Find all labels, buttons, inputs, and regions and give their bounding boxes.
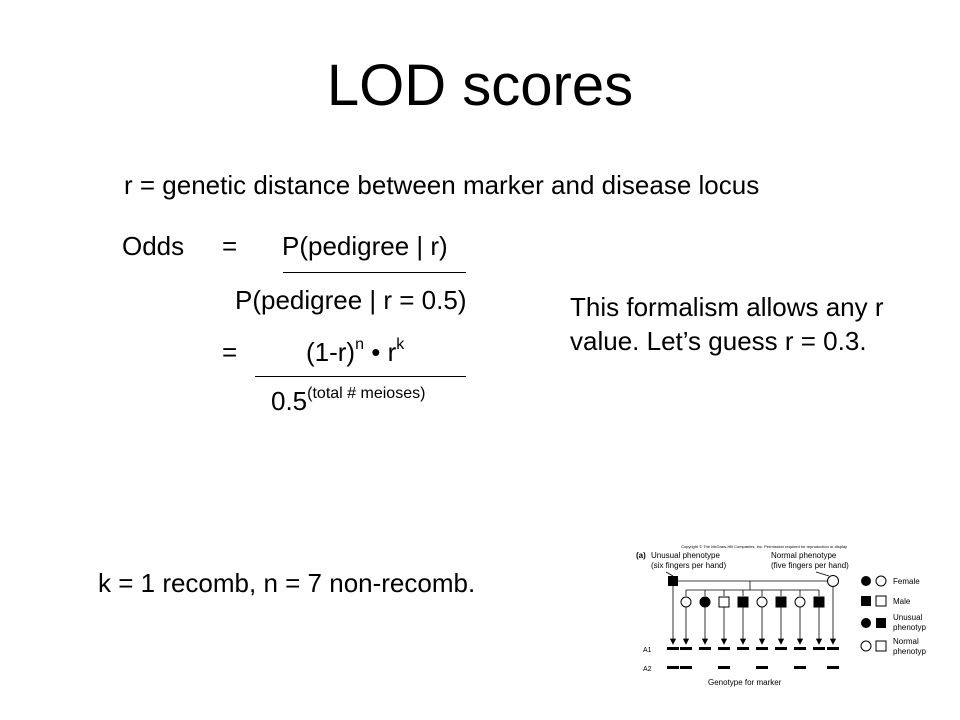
- unusual-phenotype-label: Unusual phenotype: [651, 551, 720, 560]
- child-8: [813, 596, 825, 608]
- child-4: [737, 596, 749, 608]
- numerator-exponent-k: k: [396, 336, 405, 354]
- numerator-base-1: (1-r): [306, 337, 356, 367]
- odds-label: Odds: [122, 231, 185, 261]
- legend-unusual-circle-icon: [861, 618, 871, 628]
- child-1: [680, 596, 692, 608]
- odds-numerator: P(pedigree | r): [282, 231, 448, 261]
- slide-title: LOD scores: [326, 53, 634, 118]
- legend-male-filled-icon: [861, 596, 871, 606]
- figure-copyright: Copyright © The McGraw-Hill Companies, I…: [681, 544, 847, 549]
- fraction-bar-1: [283, 272, 466, 273]
- normal-phenotype-label: Normal phenotype: [771, 551, 837, 560]
- legend-unusual-label-1: Unusual: [893, 613, 923, 622]
- normal-phenotype-sub: (five fingers per hand): [771, 561, 849, 570]
- fraction-bar-2: [255, 376, 466, 377]
- child-5: [756, 596, 768, 608]
- numerator-base-2: r: [387, 337, 397, 367]
- child-2: [699, 596, 711, 608]
- legend-unusual-label-2: phenotype: [893, 623, 926, 632]
- legend-female-filled-icon: [861, 576, 871, 586]
- legend-unusual-square-icon: [876, 618, 886, 628]
- legend-normal-circle-icon: [860, 640, 872, 652]
- legend-normal-label-2: phenotype: [893, 647, 926, 656]
- legend-female-label: Female: [893, 577, 920, 586]
- unusual-phenotype-sub: (six fingers per hand): [651, 561, 726, 570]
- child-3: [718, 596, 730, 608]
- pedigree-figure: Copyright © The McGraw-Hill Companies, I…: [636, 544, 926, 687]
- genotype-bands: [667, 647, 839, 669]
- legend-normal-square-icon: [875, 640, 887, 652]
- legend-female-open-icon: [875, 575, 887, 587]
- recombination-counts: k = 1 recomb, n = 7 non-recomb.: [98, 568, 476, 598]
- child-7: [794, 596, 806, 608]
- parent-female-normal: [827, 575, 839, 587]
- equals-sign-1: =: [222, 231, 238, 261]
- genotype-marker-label: Genotype for marker: [708, 678, 782, 687]
- legend-male-label: Male: [893, 597, 911, 606]
- multiply-dot: •: [364, 337, 388, 367]
- formalism-note: This formalism allows any r value. Let’s…: [570, 292, 884, 356]
- allele-a1-label: A1: [643, 647, 652, 654]
- allele-a2-label: A2: [643, 666, 652, 673]
- likelihood-numerator: (1-r)n • rk: [306, 336, 405, 368]
- odds-denominator: P(pedigree | r = 0.5): [235, 285, 467, 315]
- numerator-exponent-n: n: [355, 336, 364, 354]
- parent-male-affected: [668, 576, 678, 586]
- denominator-base: 0.5: [271, 386, 308, 416]
- definition-text: r = genetic distance between marker and …: [124, 170, 760, 200]
- figure-panel-label: (a): [636, 551, 646, 560]
- denominator-exponent: (total # meioses): [307, 385, 426, 403]
- child-6: [775, 596, 787, 608]
- legend-male-open-icon: [875, 595, 887, 607]
- likelihood-denominator: 0.5(total # meioses): [271, 385, 426, 417]
- equals-sign-2: =: [222, 337, 238, 367]
- legend-normal-label-1: Normal: [893, 637, 919, 646]
